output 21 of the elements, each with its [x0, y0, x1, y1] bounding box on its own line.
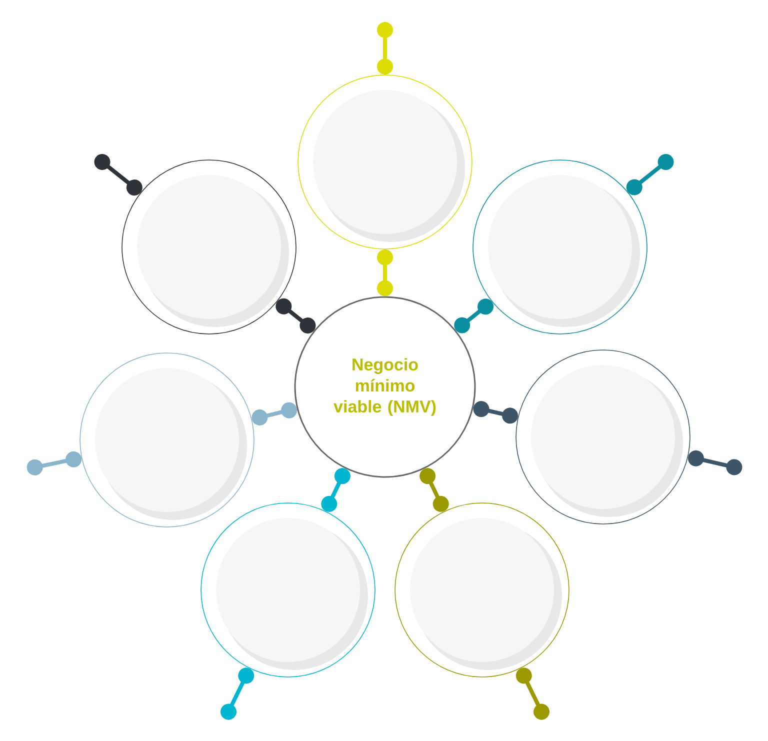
connector	[377, 22, 393, 75]
connector	[473, 401, 518, 424]
connector	[516, 668, 550, 720]
connector	[220, 668, 254, 720]
circle-frame	[394, 502, 570, 678]
connector	[688, 450, 742, 476]
connector	[420, 468, 449, 512]
circle-frame	[122, 160, 296, 334]
circle-frame	[80, 352, 254, 528]
connector	[377, 249, 393, 296]
circle-frame	[200, 502, 376, 678]
circle-frame	[298, 74, 472, 250]
connector	[321, 468, 350, 512]
connector	[26, 451, 82, 476]
circle-frame	[472, 160, 648, 334]
connector	[252, 402, 298, 426]
connector	[454, 298, 494, 334]
circle-frame	[516, 350, 690, 524]
connector	[626, 154, 674, 196]
connector	[276, 298, 316, 334]
connector	[94, 154, 142, 196]
